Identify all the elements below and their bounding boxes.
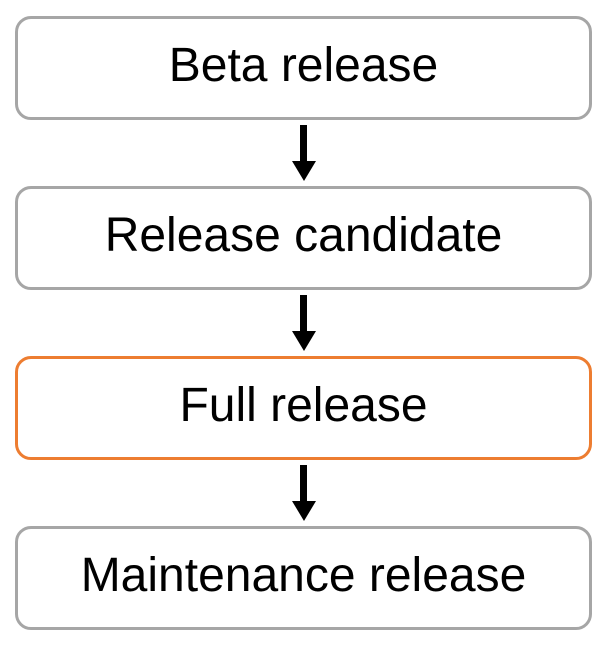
node-full-release-label: Full release [179,379,428,432]
node-maintenance-release-label: Maintenance release [80,549,527,602]
arrow-shaft [300,125,307,161]
node-maintenance-release: Maintenance release [15,526,592,630]
arrow-head [291,501,316,521]
arrow-shaft [300,295,307,331]
arrow-down-icon [291,460,316,526]
arrow-shaft [300,465,307,501]
node-release-candidate-label: Release candidate [104,209,503,262]
arrow-down-icon [291,120,316,186]
node-beta-release: Beta release [15,16,592,120]
arrow-head [291,161,316,181]
node-full-release: Full release [15,356,592,460]
node-release-candidate: Release candidate [15,186,592,290]
node-beta-release-label: Beta release [168,39,439,92]
arrow-down-icon [291,290,316,356]
arrow-head [291,331,316,351]
